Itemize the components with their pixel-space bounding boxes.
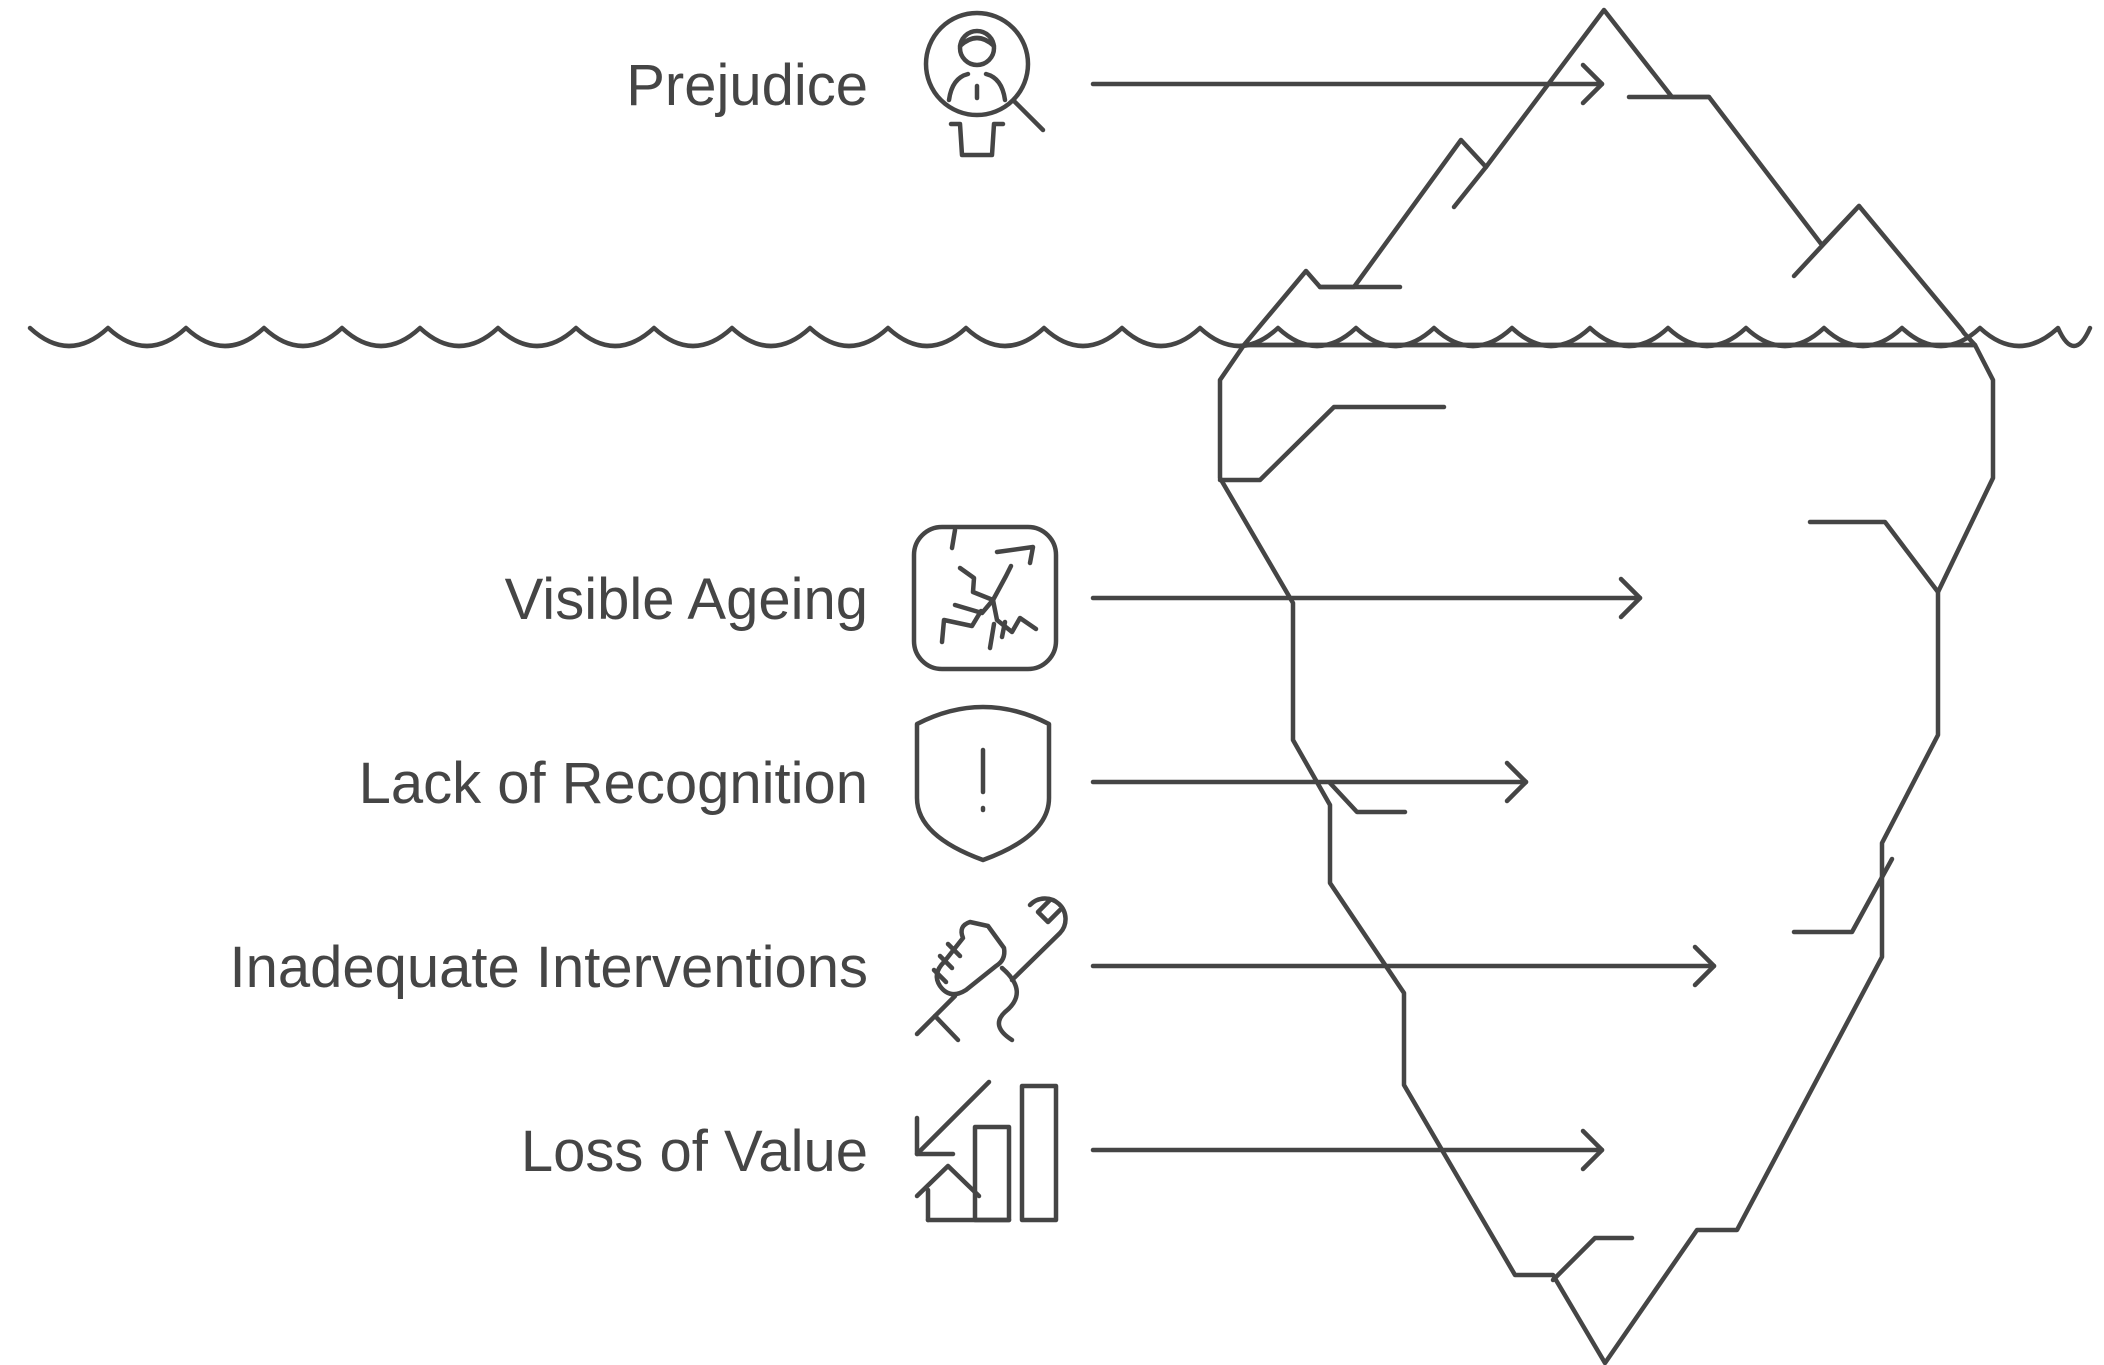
arrow-prejudice: [1090, 62, 1605, 106]
waterline-waves: [27, 325, 2093, 349]
iceberg-tip: [1241, 7, 1978, 348]
shield-alert-icon: [914, 704, 1052, 863]
hand-wrench-icon: [914, 896, 1068, 1043]
label-lack-of-recognition: Lack of Recognition: [359, 751, 868, 816]
arrow-inadequate-interventions: [1090, 944, 1717, 988]
iceberg-underwater-body: [1217, 342, 1996, 1365]
cracked-tile-icon: [911, 524, 1059, 672]
label-visible-ageing: Visible Ageing: [505, 567, 868, 632]
iceberg-crevice-lines: [1217, 94, 1941, 1283]
labels: Prejudice Visible Ageing Lack of Recogni…: [230, 53, 868, 1184]
iceberg: [1217, 7, 1996, 1365]
arrow-visible-ageing: [1090, 576, 1643, 620]
icons: [911, 10, 1068, 1223]
label-inadequate-interventions: Inadequate Interventions: [230, 935, 868, 1000]
house-value-decline-icon: [914, 1079, 1059, 1223]
label-loss-of-value: Loss of Value: [521, 1119, 868, 1184]
arrow-lack-of-recognition: [1090, 760, 1529, 804]
label-prejudice: Prejudice: [626, 53, 868, 118]
arrow-loss-of-value: [1090, 1128, 1605, 1172]
connector-arrows: [1090, 62, 1717, 1172]
magnifier-person-icon: [923, 10, 1046, 158]
